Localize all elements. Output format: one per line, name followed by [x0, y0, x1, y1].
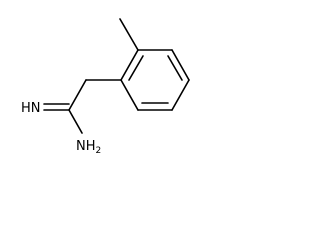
ring-bond-c: [171, 79, 190, 111]
methyl-bond: [119, 18, 139, 51]
benzene-ring: [120, 49, 190, 111]
ring-bond-a: [120, 79, 139, 111]
ring-bond-f: [120, 49, 139, 81]
ring-double-bond-3: [128, 55, 144, 81]
ring-double-bond-2: [167, 55, 183, 81]
amine-bond: [68, 109, 83, 134]
imine-nh-label: HN: [21, 101, 41, 116]
amine-nh2-label: NH2: [76, 139, 101, 153]
ring-bond-d: [171, 49, 190, 81]
ch2-bond-amidine: [68, 79, 87, 111]
amine-nh-text: NH: [76, 139, 96, 153]
amine-subscript: 2: [96, 146, 102, 153]
chemical-structure-diagram: HN NH2: [21, 18, 190, 153]
